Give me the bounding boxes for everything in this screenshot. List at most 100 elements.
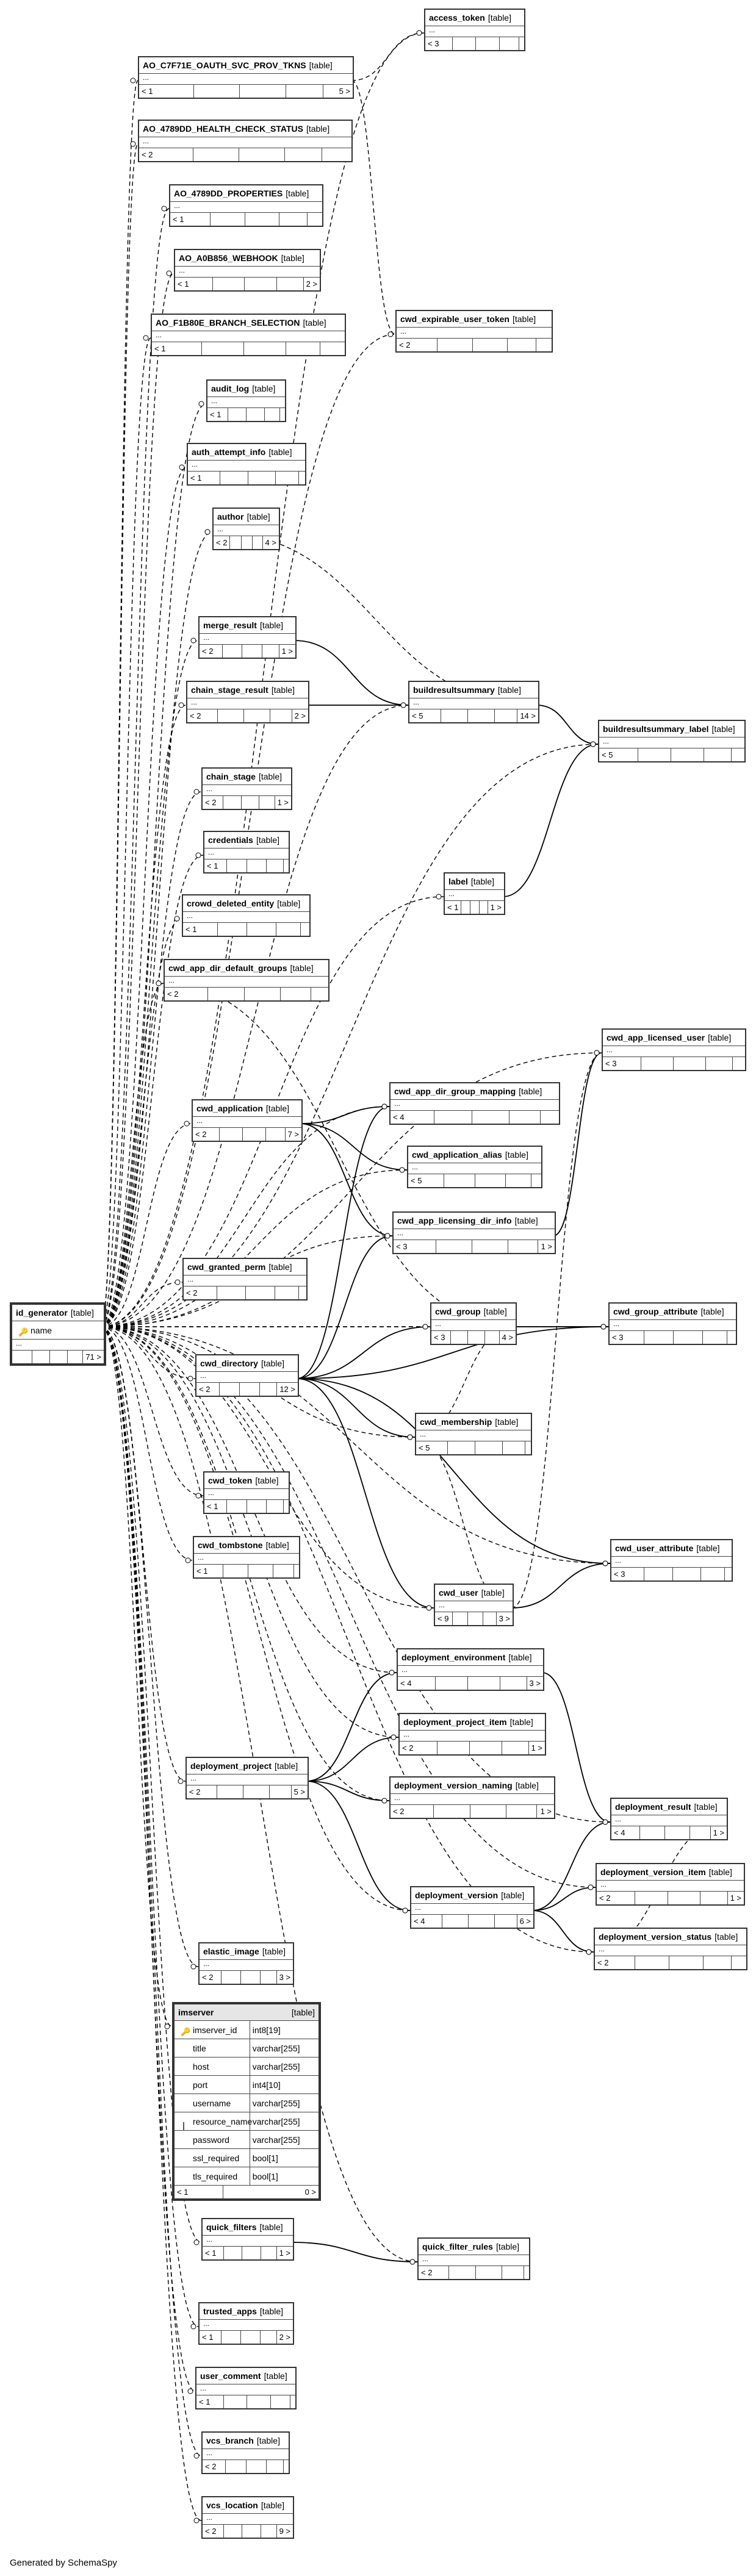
- parents-count[interactable]: < 5: [599, 748, 638, 761]
- parents-count[interactable]: < 3: [603, 1057, 641, 1070]
- parents-count[interactable]: < 2: [200, 645, 223, 658]
- children-count[interactable]: [541, 1111, 559, 1124]
- table-cwd-user-attribute[interactable]: cwd_user_attribute[table]...< 3: [610, 1539, 733, 1582]
- children-count[interactable]: [294, 1565, 299, 1577]
- children-count[interactable]: 4 >: [502, 1333, 513, 1342]
- parents-count[interactable]: < 4: [611, 1826, 641, 1839]
- parents-count[interactable]: < 4: [411, 1915, 442, 1928]
- parents-count[interactable]: < 2: [400, 1742, 438, 1754]
- table-cwd-membership[interactable]: cwd_membership[table]...< 5: [415, 1413, 532, 1455]
- table-deployment-version-status[interactable]: deployment_version_status[table]...< 2: [594, 1928, 747, 1970]
- parents-count[interactable]: < 3: [425, 37, 453, 50]
- parents-count[interactable]: < 2: [187, 709, 218, 722]
- parents-count[interactable]: < 1: [152, 342, 202, 355]
- children-count[interactable]: [322, 148, 351, 161]
- table-ao-4789dd-hcs[interactable]: AO_4789DD_HEALTH_CHECK_STATUS[table]...<…: [138, 120, 353, 162]
- children-count[interactable]: [301, 923, 309, 936]
- table-quick-filter-rules[interactable]: quick_filter_rules[table]...< 2: [417, 2237, 530, 2280]
- parents-count[interactable]: < 2: [203, 2460, 226, 2473]
- parents-count[interactable]: < 1: [188, 472, 221, 484]
- children-count[interactable]: [519, 37, 524, 50]
- parents-count[interactable]: < 2: [196, 1383, 220, 1396]
- parents-count[interactable]: < 1: [175, 278, 213, 290]
- children-count[interactable]: 1 >: [281, 647, 293, 656]
- parents-count[interactable]: < 2: [193, 1128, 220, 1141]
- parents-count[interactable]: < 2: [203, 796, 223, 809]
- children-count[interactable]: [725, 1568, 732, 1580]
- children-count[interactable]: 6 >: [519, 1917, 531, 1926]
- children-count[interactable]: [531, 1174, 541, 1187]
- parents-count[interactable]: < 1: [200, 2331, 222, 2344]
- children-count[interactable]: 1 >: [277, 798, 289, 807]
- parents-count[interactable]: < 2: [184, 1286, 218, 1299]
- parents-count[interactable]: < 2: [200, 1971, 222, 1984]
- children-count[interactable]: [290, 2395, 295, 2408]
- table-ao-c7f71e[interactable]: AO_C7F71E_OAUTH_SVC_PROV_TKNS[table]...<…: [138, 56, 354, 99]
- children-count[interactable]: 12 >: [279, 1385, 295, 1394]
- children-count[interactable]: 5 >: [293, 1787, 305, 1796]
- parents-count[interactable]: < 1: [445, 901, 462, 914]
- parents-count[interactable]: < 3: [431, 1331, 451, 1344]
- table-buildresultsummary-label[interactable]: buildresultsummary_label[table]...< 5: [598, 720, 746, 762]
- parents-count[interactable]: < 1: [175, 2186, 223, 2198]
- parents-count[interactable]: < 5: [416, 1441, 448, 1454]
- parents-count[interactable]: < 1: [183, 923, 218, 936]
- parents-count[interactable]: < 1: [207, 408, 229, 421]
- children-count[interactable]: [308, 213, 322, 226]
- parents-count[interactable]: < 3: [610, 1331, 644, 1344]
- table-cwd-application-alias[interactable]: cwd_application_alias[table]...< 5: [407, 1146, 542, 1188]
- children-count[interactable]: 2 >: [279, 2333, 290, 2342]
- children-count[interactable]: [733, 1057, 745, 1070]
- table-cwd-group-attribute[interactable]: cwd_group_attribute[table]...< 3: [608, 1302, 737, 1345]
- children-count[interactable]: [320, 342, 345, 355]
- parents-count[interactable]: < 1: [203, 2247, 224, 2259]
- table-credentials[interactable]: credentials[table]...< 1: [203, 831, 290, 874]
- table-auth-attempt-info[interactable]: auth_attempt_info[table]...< 1: [187, 443, 306, 486]
- children-count[interactable]: [732, 1956, 746, 1969]
- children-count[interactable]: [284, 1500, 289, 1513]
- children-count[interactable]: [536, 339, 552, 351]
- children-count[interactable]: 71 >: [85, 1352, 101, 1362]
- children-count[interactable]: 1 >: [490, 903, 502, 912]
- parents-count[interactable]: [12, 1351, 33, 1363]
- parents-count[interactable]: < 3: [394, 1240, 436, 1253]
- children-count[interactable]: 4 >: [265, 538, 276, 547]
- children-count[interactable]: [525, 1441, 531, 1454]
- children-count[interactable]: [732, 748, 744, 761]
- parents-count[interactable]: < 1: [204, 859, 228, 872]
- parents-count[interactable]: < 5: [409, 709, 441, 722]
- children-count[interactable]: 1 >: [541, 1242, 552, 1251]
- parents-count[interactable]: < 1: [194, 1565, 223, 1577]
- children-count[interactable]: 1 >: [279, 2248, 290, 2258]
- parents-count[interactable]: < 1: [170, 213, 211, 226]
- parents-count[interactable]: < 4: [398, 1677, 436, 1690]
- table-access-token[interactable]: access_token[table]...< 3: [424, 9, 525, 51]
- children-count[interactable]: [299, 1286, 306, 1299]
- parents-count[interactable]: < 2: [203, 2525, 224, 2538]
- children-count[interactable]: 14 >: [520, 711, 536, 720]
- children-count[interactable]: [524, 2266, 529, 2279]
- parents-count[interactable]: < 2: [391, 1805, 434, 1818]
- children-count[interactable]: 3 >: [279, 1973, 290, 1982]
- table-crowd-deleted-entity[interactable]: crowd_deleted_entity[table]...< 1: [182, 894, 311, 937]
- parents-count[interactable]: < 2: [165, 988, 208, 1000]
- parents-count[interactable]: < 3: [611, 1568, 645, 1580]
- children-count[interactable]: 1 >: [730, 1893, 741, 1903]
- parents-count[interactable]: < 1: [139, 85, 194, 98]
